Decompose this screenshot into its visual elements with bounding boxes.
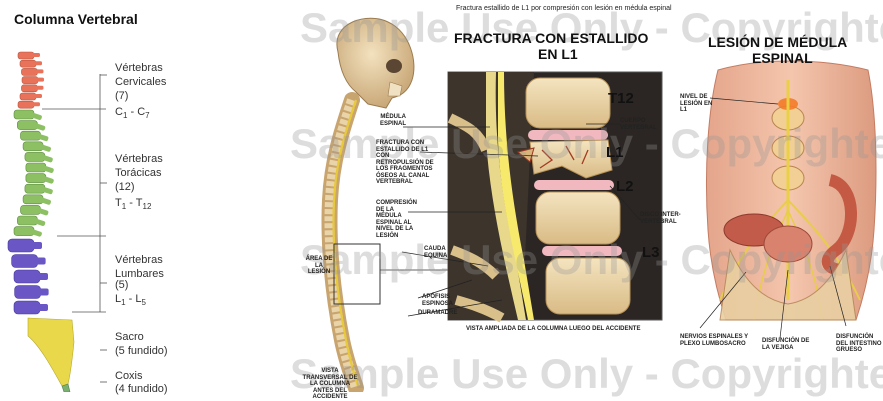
section-count: (5 fundido) — [115, 345, 168, 358]
label-disco: DISCO INTER-VERTEBRAL — [640, 212, 684, 225]
label-duramadre: DURAMADRE — [418, 310, 478, 317]
center-title: FRACTURA CON ESTALLIDO — [454, 30, 648, 46]
section-range: L1 - L5 — [115, 293, 146, 309]
label-cuerpo: CUERPO VERTEBRAL — [620, 118, 660, 131]
section-name: Coxis — [115, 370, 143, 383]
label-apofisis: APÓFISIS ESPINOSA — [422, 294, 456, 307]
section-count: (12) — [115, 181, 135, 194]
section-name: Sacro — [115, 331, 144, 344]
section-range: T1 - T12 — [115, 197, 151, 213]
label-medula: MÉDULA ESPINAL — [374, 114, 406, 127]
vertebra-label-l1: L1 — [606, 144, 624, 161]
section-count: (4 fundido) — [115, 383, 168, 396]
section-count: (7) — [115, 90, 128, 103]
label-intestino: DISFUNCIÓN DEL INTESTINO GRUESO — [836, 334, 882, 354]
section-name: Vértebras — [115, 153, 163, 166]
center-title-line2: EN L1 — [538, 46, 578, 62]
label-cauda: CAUDA EQUINA — [424, 246, 454, 259]
vertebra-label-l3: L3 — [642, 244, 660, 261]
section-name: Vértebras — [115, 62, 163, 75]
label-vejiga: DISFUNCIÓN DE LA VEJIGA — [762, 338, 812, 351]
label-nivel: NIVEL DE LESIÓN EN L1 — [680, 94, 714, 114]
label-fractura: FRACTURA CON ESTALLIDO DE L1 CON RETROPU… — [376, 140, 436, 186]
section-subname: Torácicas — [115, 167, 161, 180]
watermark: Sample Use Only - Copyrighted — [290, 350, 883, 398]
section-leader-lines — [0, 0, 120, 392]
watermark: Sample Use Only - Copyrighted — [300, 236, 883, 284]
label-area: ÁREA DE LA LESIÓN — [304, 256, 334, 276]
right-title: LESIÓN DE MÉDULA — [708, 34, 847, 50]
label-compresion: COMPRESIÓN DE LA MÉDULA ESPINAL AL NIVEL… — [376, 200, 420, 239]
label-vista-transversal: VISTA TRANSVERSAL DE LA COLUMNA ANTES DE… — [302, 368, 358, 401]
vertebra-label-t12: T12 — [608, 90, 634, 107]
caption-top: Fractura estallido de L1 por compresión … — [456, 6, 672, 13]
label-nervios: NERVIOS ESPINALES Y PLEXO LUMBOSACRO — [680, 334, 752, 347]
section-range: C1 - C7 — [115, 106, 150, 122]
section-count: (5) — [115, 279, 128, 292]
section-subname: Cervicales — [115, 76, 166, 89]
right-title-line2: ESPINAL — [752, 50, 813, 66]
section-name: Vértebras — [115, 254, 163, 267]
illustration: Sample Use Only - Copyrighted Sample Use… — [290, 0, 883, 392]
vertebra-label-l2: L2 — [616, 178, 634, 195]
label-vista-ampliada: VISTA AMPLIADA DE LA COLUMNA LUEGO DEL A… — [466, 326, 676, 333]
